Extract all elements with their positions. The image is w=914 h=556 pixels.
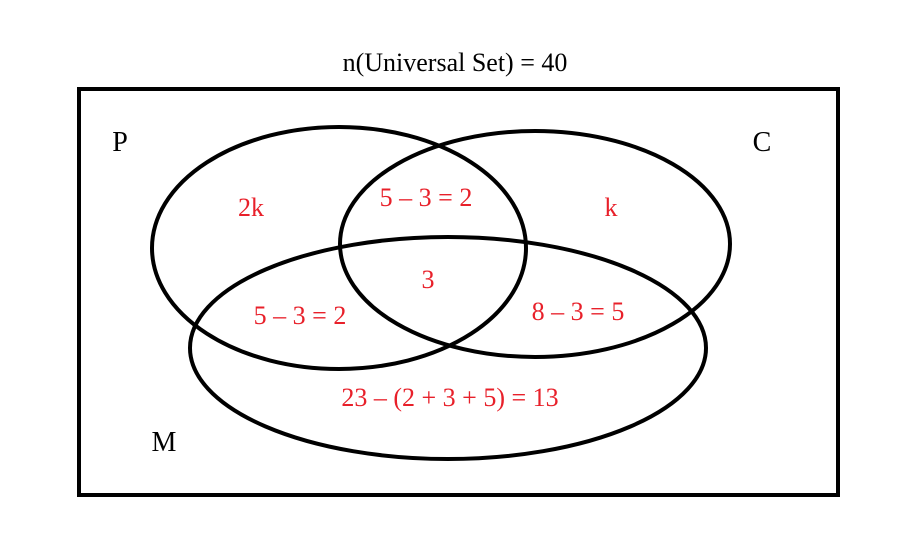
- region-c-only: k: [605, 193, 618, 222]
- set-p-label: P: [112, 127, 128, 158]
- region-c-and-m-only: 8 – 3 = 5: [532, 297, 625, 326]
- region-p-and-c-only: 5 – 3 = 2: [380, 183, 473, 212]
- diagram-title: n(Universal Set) = 40: [343, 48, 568, 77]
- set-p-circle: [150, 125, 528, 371]
- set-m-circle: [188, 235, 708, 461]
- set-c-label: C: [753, 127, 772, 158]
- region-p-only: 2k: [238, 193, 264, 222]
- set-m-label: M: [152, 427, 177, 458]
- universal-set-box: [77, 87, 840, 497]
- region-p-and-m-only: 5 – 3 = 2: [254, 301, 347, 330]
- set-c-circle: [338, 129, 732, 359]
- region-p-c-m: 3: [422, 265, 435, 294]
- region-m-only: 23 – (2 + 3 + 5) = 13: [341, 383, 558, 412]
